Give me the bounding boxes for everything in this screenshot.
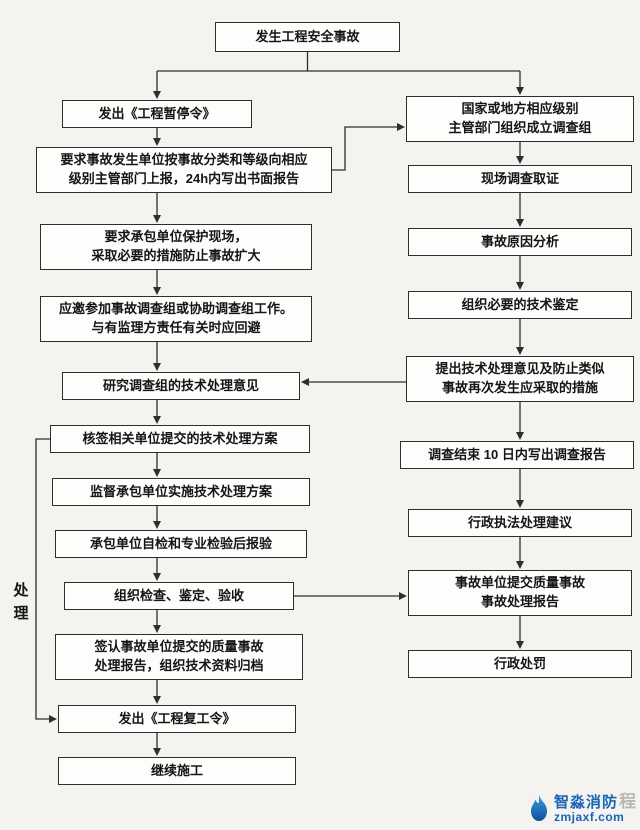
node-investigation-report: 调查结束 10 日内写出调查报告 [400, 441, 634, 469]
node-cause-analysis: 事故原因分析 [408, 228, 632, 256]
node-sign-accident-report: 签认事故单位提交的质量事故 处理报告，组织技术资料归档 [55, 634, 303, 680]
node-organize-acceptance: 组织检查、鉴定、验收 [64, 582, 294, 610]
node-accident-occurs: 发生工程安全事故 [215, 22, 400, 52]
node-issue-stop-order: 发出《工程暂停令》 [62, 100, 252, 128]
node-report-to-authorities: 要求事故发生单位按事故分类和等级向相应 级别主管部门上报，24h内写出书面报告 [36, 147, 332, 193]
node-site-evidence-collection: 现场调查取证 [408, 165, 632, 193]
watermark-site-url: zmjaxf.com [553, 810, 625, 825]
connector-report-to-team [332, 123, 405, 171]
node-join-investigation-team: 应邀参加事故调查组或协助调查组工作。 与有监理方责任有关时应回避 [40, 296, 312, 342]
node-continue-construction: 继续施工 [58, 757, 296, 785]
node-enforcement-suggestion: 行政执法处理建议 [408, 509, 632, 537]
node-protect-site: 要求承包单位保护现场， 采取必要的措施防止事故扩大 [40, 224, 312, 270]
connector-bypass-to-resume [35, 438, 57, 723]
phase-label-handling: 处 理 [13, 582, 29, 622]
node-form-investigation-team: 国家或地方相应级别 主管部门组织成立调查组 [406, 96, 634, 142]
node-issue-resume-order: 发出《工程复工令》 [58, 705, 296, 733]
node-study-technical-opinions: 研究调查组的技术处理意见 [62, 372, 300, 400]
watermark-faded-text: 程 [619, 791, 636, 811]
watermark-brand-text: 智淼消防 [553, 793, 618, 811]
node-supervise-plan-implementation: 监督承包单位实施技术处理方案 [52, 478, 310, 506]
watermark: 智淼消防 程 zmjaxf.com [528, 792, 636, 825]
node-propose-handling-measures: 提出技术处理意见及防止类似 事故再次发生应采取的措施 [406, 356, 634, 402]
node-contractor-self-inspection: 承包单位自检和专业检验后报验 [55, 530, 307, 558]
node-administrative-penalty: 行政处罚 [408, 650, 632, 678]
flame-logo-icon [530, 794, 547, 822]
node-countersign-technical-plan: 核签相关单位提交的技术处理方案 [50, 425, 310, 453]
node-unit-submit-report: 事故单位提交质量事故 事故处理报告 [408, 570, 632, 616]
node-technical-appraisal: 组织必要的技术鉴定 [408, 291, 632, 319]
